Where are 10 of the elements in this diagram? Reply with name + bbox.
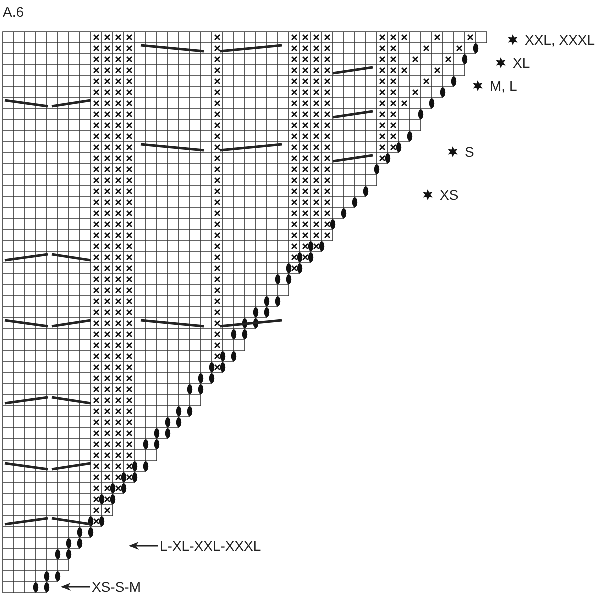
size-label: XL [513, 55, 530, 71]
size-label: M, L [490, 78, 518, 94]
size-label: XS [440, 187, 459, 203]
arrow [129, 542, 158, 550]
size-label: XXL, XXXL [525, 32, 596, 48]
size-label: L-XL-XXL-XXXL [160, 538, 262, 554]
arrow [61, 583, 90, 591]
size-label: XS-S-M [92, 579, 141, 595]
chart-title: A.6 [3, 4, 24, 20]
size-label: S [465, 144, 474, 160]
